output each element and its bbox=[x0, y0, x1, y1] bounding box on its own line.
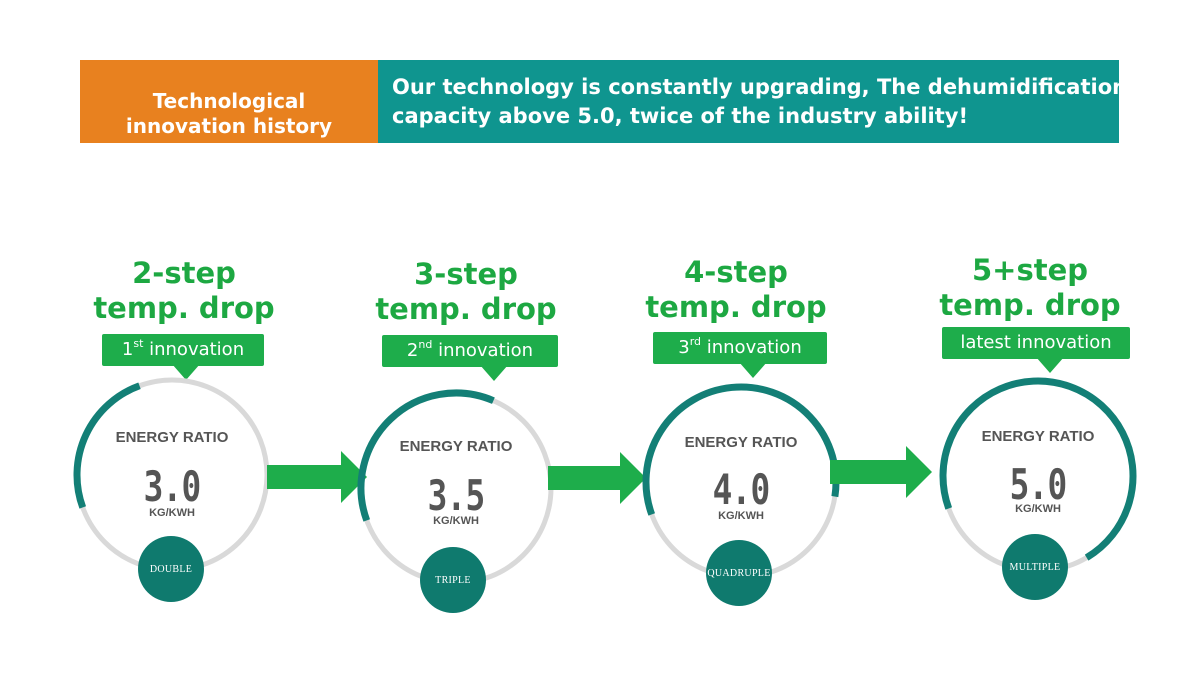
banner-title-line-2: innovation history bbox=[125, 114, 333, 138]
gauge-progress-arc bbox=[642, 383, 840, 516]
banner-description-line-1: Our technology is constantly upgrading, … bbox=[392, 75, 1128, 99]
innovation-ordinal-suffix: rd bbox=[689, 335, 702, 348]
innovation-label: innovation bbox=[701, 337, 802, 358]
innovation-label: innovation bbox=[432, 340, 534, 361]
banner-description: Our technology is constantly upgrading, … bbox=[378, 60, 1128, 143]
gauge-progress-arc bbox=[357, 389, 495, 522]
step-title-line-2: temp. drop bbox=[645, 290, 827, 324]
step-title-line-1: 5+step bbox=[971, 253, 1089, 287]
gauge-label: ENERGY RATIO bbox=[115, 429, 229, 446]
gauge-label: ENERGY RATIO bbox=[399, 438, 513, 455]
multiplier-badge: DOUBLE bbox=[138, 536, 204, 602]
bubble-tail bbox=[739, 362, 767, 378]
innovation-ordinal-suffix: nd bbox=[418, 338, 433, 351]
energy-ratio-value: 4.0 bbox=[712, 465, 771, 514]
multiplier-badge: MULTIPLE bbox=[1002, 534, 1068, 600]
innovation-label: latest innovation bbox=[960, 332, 1112, 353]
energy-ratio-value: 5.0 bbox=[1009, 460, 1068, 509]
step-title-line-2: temp. drop bbox=[375, 292, 557, 326]
step-title: 5+step temp. drop bbox=[920, 253, 1140, 323]
bubble-tail bbox=[480, 365, 508, 381]
arrow-right-icon bbox=[830, 446, 932, 498]
step-title-line-1: 2-step bbox=[132, 256, 236, 290]
banner-title: Technological innovation history bbox=[80, 60, 378, 143]
step-title-line-1: 4-step bbox=[684, 255, 788, 289]
innovation-ordinal-suffix: st bbox=[133, 337, 144, 350]
energy-ratio-value: 3.5 bbox=[427, 471, 486, 520]
innovation-bubble: 3rd innovation bbox=[653, 332, 827, 378]
step-title: 2-step temp. drop bbox=[74, 256, 294, 326]
step-title-line-1: 3-step bbox=[414, 257, 518, 291]
banner-title-line-1: Technological bbox=[152, 89, 306, 113]
arrow-right-icon bbox=[548, 452, 646, 504]
step-title: 3-step temp. drop bbox=[356, 257, 576, 327]
innovation-label: innovation bbox=[143, 339, 245, 360]
bubble-tail bbox=[172, 364, 200, 380]
step-title-line-2: temp. drop bbox=[93, 291, 275, 325]
energy-ratio-unit: KG/KWH bbox=[1015, 503, 1061, 515]
multiplier-badge: TRIPLE bbox=[420, 547, 486, 613]
gauge-progress-arc bbox=[939, 377, 1137, 561]
energy-ratio-unit: KG/KWH bbox=[433, 515, 479, 527]
gauge-label: ENERGY RATIO bbox=[684, 434, 798, 451]
innovation-bubble: 1st innovation bbox=[102, 334, 264, 380]
energy-ratio-value: 3.0 bbox=[143, 462, 202, 511]
innovation-bubble: latest innovation bbox=[942, 327, 1130, 373]
innovation-ordinal: 2 bbox=[406, 340, 419, 361]
energy-ratio-unit: KG/KWH bbox=[149, 507, 195, 519]
banner-description-line-2: capacity above 5.0, twice of the industr… bbox=[392, 104, 969, 128]
step-title: 4-step temp. drop bbox=[626, 255, 846, 325]
gauge-label: ENERGY RATIO bbox=[981, 428, 1095, 445]
innovation-ordinal: 3 bbox=[678, 337, 690, 358]
energy-ratio-unit: KG/KWH bbox=[718, 510, 764, 522]
bubble-tail bbox=[1036, 357, 1064, 373]
innovation-bubble: 2nd innovation bbox=[382, 335, 558, 381]
arrow-right-icon bbox=[267, 451, 367, 503]
innovation-ordinal: 1 bbox=[121, 339, 134, 360]
step-title-line-2: temp. drop bbox=[939, 288, 1121, 322]
multiplier-badge: QUADRUPLE bbox=[706, 540, 772, 606]
gauge-progress-arc bbox=[73, 382, 141, 509]
header-banner: Technological innovation history Our tec… bbox=[80, 60, 1128, 143]
